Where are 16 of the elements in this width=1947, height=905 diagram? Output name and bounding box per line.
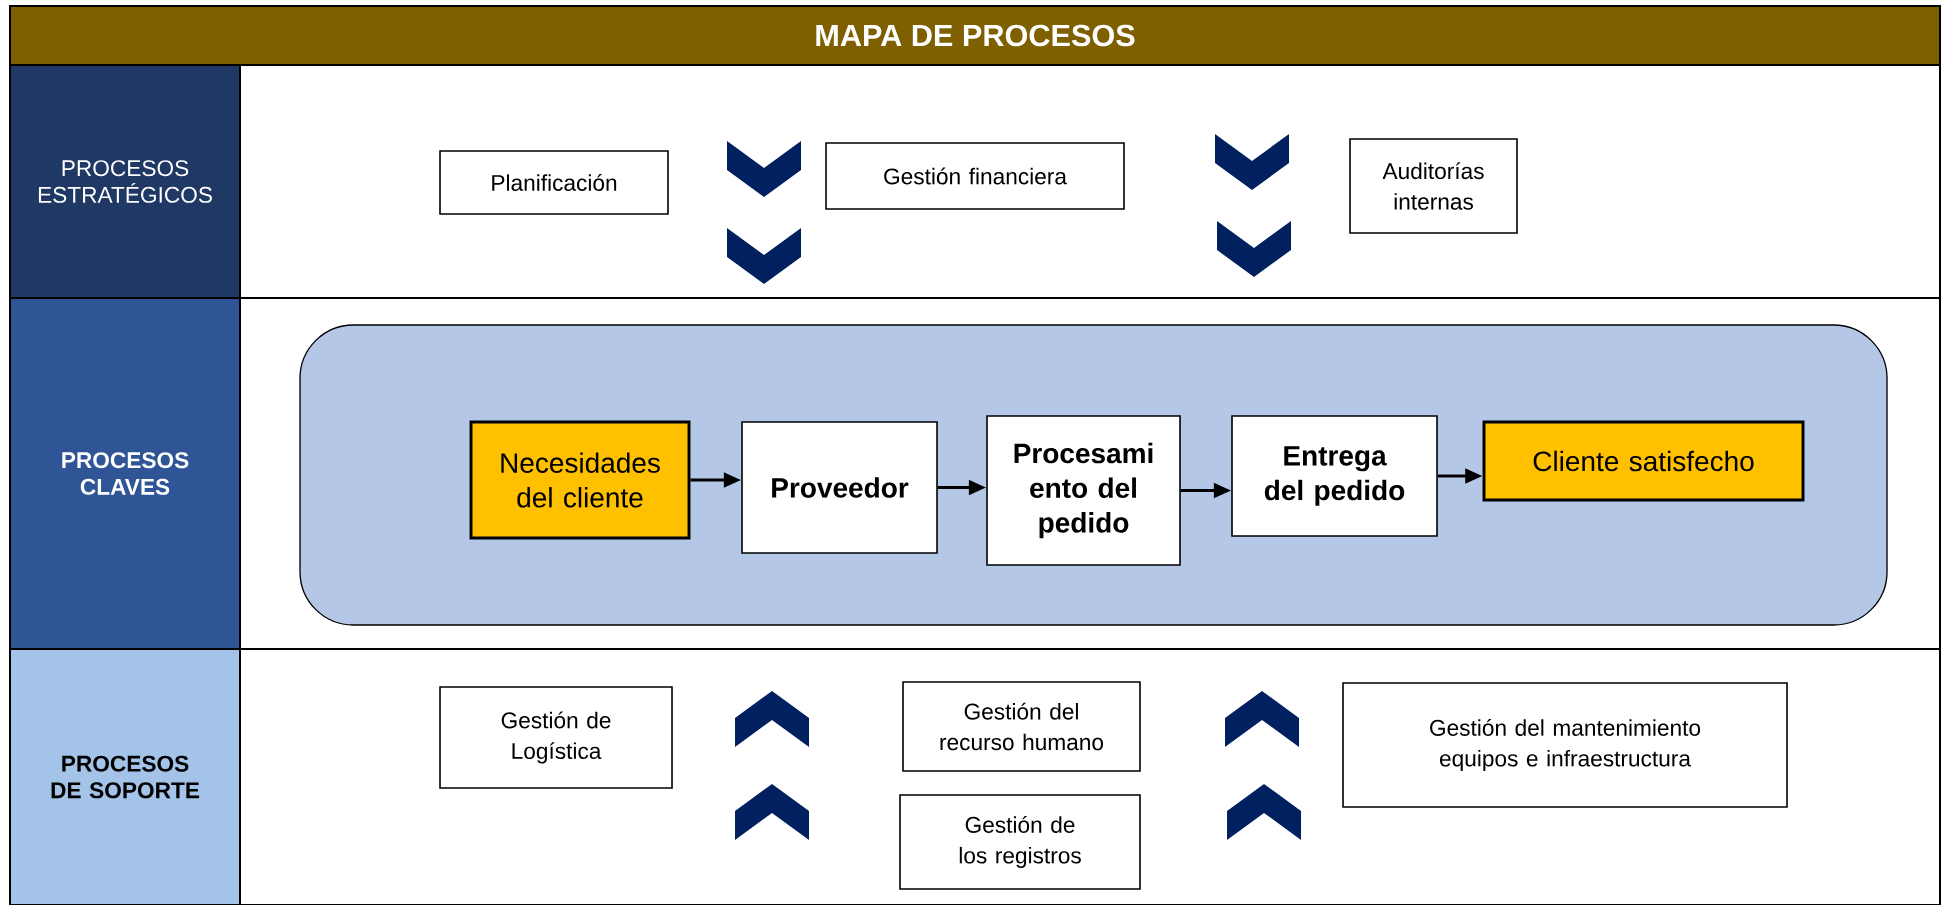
process-box: Cliente satisfecho (1482, 420, 1805, 502)
process-box: Entrega del pedido (1231, 415, 1438, 537)
header-cell: PROCESOS ESTRATÉGICOS (9, 64, 241, 299)
process-box: Gestión del mantenimiento equipos e infraestructura (1342, 682, 1788, 808)
process-box: Procesami ento del pedido (986, 415, 1181, 566)
title-band: MAPA DE PROCESOS (9, 5, 1941, 66)
header-cell: PROCESOS DE SOPORTE (9, 648, 241, 905)
process-box: Proveedor (741, 421, 938, 554)
process-box: Gestión del recurso humano (902, 681, 1141, 772)
process-box: Planificación (439, 150, 669, 215)
header-cell: PROCESOS CLAVES (9, 297, 241, 650)
process-box: Gestión de Logística (439, 686, 673, 789)
process-box: Gestión de los registros (899, 794, 1141, 890)
process-box: Necesidades del cliente (469, 420, 691, 540)
process-box: Gestión financiera (825, 142, 1125, 210)
process-box: Auditorías internas (1349, 138, 1518, 234)
